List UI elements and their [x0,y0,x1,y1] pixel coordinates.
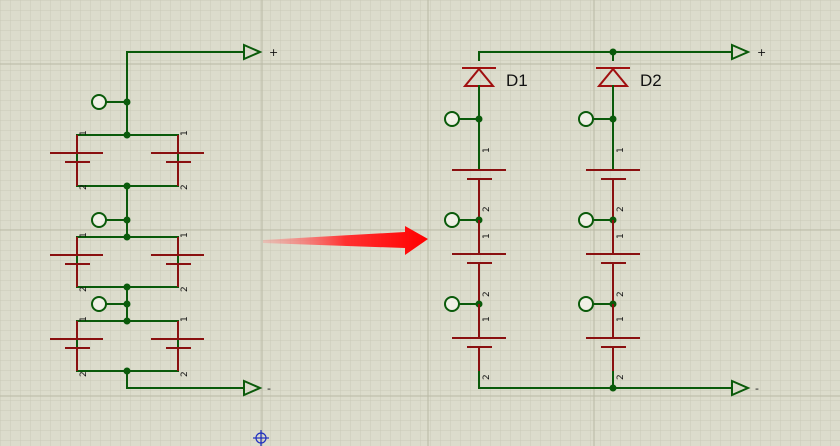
right-cell-s1-2[interactable] [452,220,506,304]
right-probe-s1-3[interactable] [444,296,460,312]
right-cell-s1-1[interactable] [452,169,506,220]
svg-text:2: 2 [616,206,626,212]
left-cell-3a[interactable] [50,321,103,371]
svg-text:1: 1 [482,147,492,153]
diode-d2-label: D2 [640,71,662,90]
left-negative-terminal[interactable] [243,379,263,397]
right-probe-s2-2[interactable] [578,212,594,228]
right-positive-label: + [757,46,766,59]
svg-text:1: 1 [616,233,626,239]
svg-text:2: 2 [616,291,626,297]
crosshair-icon [253,430,269,446]
svg-text:2: 2 [79,371,89,377]
svg-text:1: 1 [482,233,492,239]
svg-text:1: 1 [616,316,626,322]
svg-text:1: 1 [482,316,492,322]
svg-text:1: 1 [180,316,190,322]
left-probe-2[interactable] [91,212,107,228]
svg-text:1: 1 [180,232,190,238]
right-probe-s2-3[interactable] [578,296,594,312]
left-positive-wire[interactable] [126,51,245,136]
svg-text:2: 2 [482,291,492,297]
diode-d2[interactable] [596,67,630,95]
svg-text:2: 2 [180,286,190,292]
left-cell-1b[interactable] [151,135,204,186]
right-cell-s2-2[interactable] [586,220,640,304]
left-probe-3[interactable] [91,296,107,312]
left-negative-label: - [267,382,271,395]
svg-text:2: 2 [180,371,190,377]
svg-text:1: 1 [616,147,626,153]
right-negative-terminal[interactable] [731,379,751,397]
left-cell-3b[interactable] [151,321,204,371]
right-positive-wire[interactable] [478,51,733,61]
right-cell-s2-1[interactable] [586,169,640,220]
left-probe-1[interactable] [91,94,107,110]
svg-text:2: 2 [79,184,89,190]
svg-text:1: 1 [79,130,89,136]
left-cell-1a[interactable] [50,135,103,186]
right-probe-s2-1[interactable] [578,111,594,127]
right-negative-wire[interactable] [478,371,733,389]
left-cell-2a[interactable] [50,237,103,287]
svg-text:1: 1 [79,316,89,322]
svg-text:2: 2 [180,184,190,190]
diode-d1[interactable] [462,67,496,95]
right-probe-s1-2[interactable] [444,212,460,228]
left-circuit: + 1 1 2 2 [50,43,278,397]
left-positive-label: + [269,46,278,59]
svg-text:2: 2 [79,286,89,292]
left-positive-terminal[interactable] [243,43,263,61]
left-cell-2b[interactable] [151,237,204,287]
diode-d1-label: D1 [506,71,528,90]
svg-text:2: 2 [482,206,492,212]
svg-text:1: 1 [180,130,190,136]
svg-text:1: 1 [79,232,89,238]
svg-text:2: 2 [482,374,492,380]
right-circuit: + D1 D2 1 2 [444,43,766,397]
right-cell-s1-3[interactable] [452,304,506,372]
arrow-right-icon [263,226,428,255]
right-cell-s2-3[interactable] [586,304,640,372]
right-positive-terminal[interactable] [731,43,751,61]
right-negative-label: - [755,382,759,395]
right-probe-s1-1[interactable] [444,111,460,127]
left-negative-wire[interactable] [126,370,245,389]
svg-text:2: 2 [616,374,626,380]
